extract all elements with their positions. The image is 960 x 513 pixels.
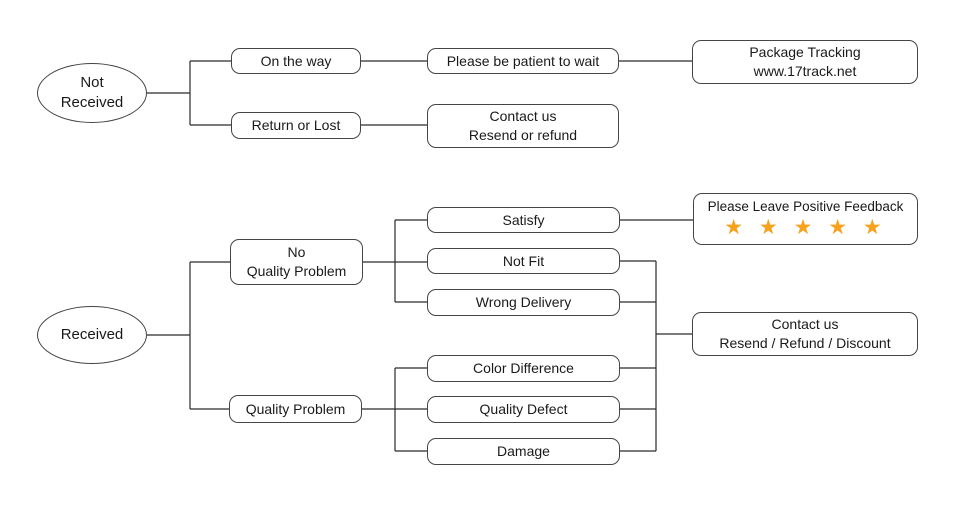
node-label: Quality Defect <box>479 401 568 417</box>
node-package-tracking: Package Tracking www.17track.net <box>692 40 918 84</box>
node-label: Color Difference <box>473 360 574 376</box>
node-label: Wrong Delivery <box>475 294 572 310</box>
node-quality-problem: Quality Problem <box>229 395 362 423</box>
node-return-or-lost: Return or Lost <box>231 112 361 139</box>
node-please-be-patient: Please be patient to wait <box>427 48 619 74</box>
node-label: www.17track.net <box>753 63 857 79</box>
node-damage: Damage <box>427 438 620 465</box>
node-not-received: Not Received <box>37 63 147 123</box>
node-label: Contact us <box>489 108 557 124</box>
node-not-fit: Not Fit <box>427 248 620 274</box>
node-label: Resend / Refund / Discount <box>719 335 891 351</box>
node-on-the-way: On the way <box>231 48 361 74</box>
node-wrong-delivery: Wrong Delivery <box>427 289 620 316</box>
node-positive-feedback: Please Leave Positive Feedback ★ ★ ★ ★ ★ <box>693 193 918 245</box>
node-label: Satisfy <box>502 211 545 228</box>
node-label: Received <box>60 326 124 343</box>
node-label: Not Fit <box>502 252 545 269</box>
node-label: Quality Problem <box>246 263 347 279</box>
node-satisfy: Satisfy <box>427 207 620 233</box>
node-no-quality-problem: No Quality Problem <box>230 239 363 285</box>
node-label: Please Leave Positive Feedback <box>707 199 904 214</box>
connector-lines-path <box>146 60 693 452</box>
node-label: Resend or refund <box>468 127 578 143</box>
node-label: Damage <box>497 443 550 459</box>
node-label: On the way <box>260 52 332 69</box>
node-label: Quality Problem <box>245 400 346 417</box>
node-label: Package Tracking <box>749 44 861 60</box>
node-color-difference: Color Difference <box>427 355 620 382</box>
node-label: Received <box>60 94 124 111</box>
node-quality-defect: Quality Defect <box>427 396 620 423</box>
node-contact-resend-refund: Contact us Resend or refund <box>427 104 619 148</box>
node-label: Contact us <box>771 316 839 332</box>
star-rating-icon: ★ ★ ★ ★ ★ <box>724 216 887 239</box>
node-label: Return or Lost <box>251 117 341 133</box>
node-received: Received <box>37 306 147 364</box>
node-label: Please be patient to wait <box>446 52 600 69</box>
node-contact-resend-refund-discount: Contact us Resend / Refund / Discount <box>692 312 918 356</box>
node-label: No <box>287 244 306 260</box>
node-label: Not <box>80 74 104 91</box>
